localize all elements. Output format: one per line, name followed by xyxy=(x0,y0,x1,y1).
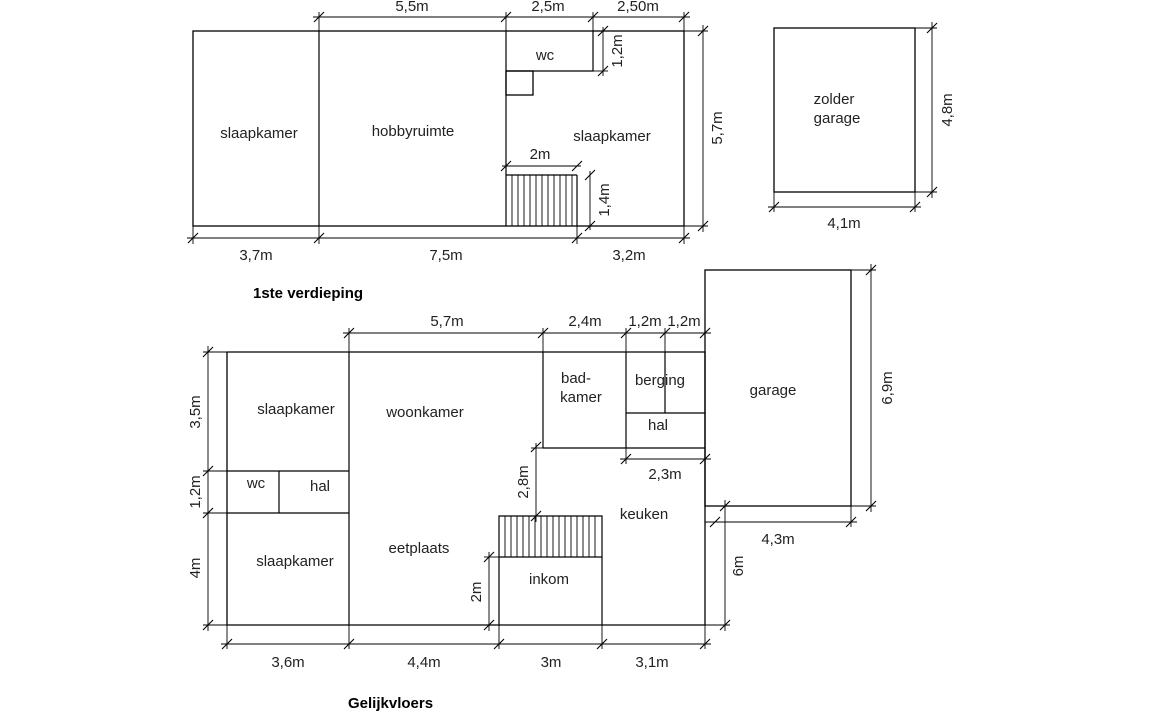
ground-dim-top-1: 5,7m xyxy=(430,313,463,330)
upper-floor-title: 1ste verdieping xyxy=(253,285,363,302)
ground-room-slaapkamer-top: slaapkamer xyxy=(257,401,335,418)
ground-dim-inkom xyxy=(483,551,499,631)
upper-dim-bottom-1: 3,7m xyxy=(239,247,272,264)
upper-shaft xyxy=(505,70,534,96)
ground-room-hal-left: hal xyxy=(310,478,330,495)
ground-room-woonkamer: woonkamer xyxy=(385,404,464,421)
upper-dim-top xyxy=(313,11,690,31)
attic-dim-height: 4,8m xyxy=(939,93,956,126)
garage-outline xyxy=(704,269,852,507)
ground-dim-left-1: 3,5m xyxy=(187,395,204,428)
ground-room-garage: garage xyxy=(750,382,797,399)
attic-dim-width: 4,1m xyxy=(827,215,860,232)
upper-staircase xyxy=(506,174,578,226)
ground-dim-garage-w: 4,3m xyxy=(761,531,794,548)
ground-dim-left-2: 1,2m xyxy=(187,475,204,508)
ground-dim-top-2: 2,4m xyxy=(568,313,601,330)
ground-dim-left-3: 4m xyxy=(187,558,204,579)
ground-dim-hal xyxy=(620,448,711,465)
ground-dim-bottom-2: 4,4m xyxy=(407,654,440,671)
ground-dim-keuken-height: 6m xyxy=(730,556,747,577)
upper-floor: slaapkamer hobbyruimte wc slaapkamer 5,5… xyxy=(187,0,726,302)
ground-room-badkamer-1: bad- xyxy=(561,370,591,387)
attic-garage: zolder garage 4,8m 4,1m xyxy=(768,22,956,232)
ground-dim-top xyxy=(343,327,711,352)
ground-dim-stair-height: 2,8m xyxy=(515,465,532,498)
ground-dim-inkom-height: 2m xyxy=(468,582,485,603)
ground-room-berging: berging xyxy=(635,372,685,389)
attic-dim-right xyxy=(915,22,938,198)
upper-dim-bottom-2: 7,5m xyxy=(429,247,462,264)
upper-dim-stair-width: 2m xyxy=(530,146,551,163)
ground-dim-garage-height xyxy=(851,264,877,512)
ground-dim-bottom-1: 3,6m xyxy=(271,654,304,671)
upper-room-hobbyruimte: hobbyruimte xyxy=(372,123,455,140)
ground-floor: slaapkamer woonkamer bad- kamer berging … xyxy=(187,264,896,712)
ground-dim-keuken xyxy=(705,500,731,631)
ground-room-eetplaats: eetplaats xyxy=(389,540,450,557)
ground-room-slaapkamer-bottom: slaapkamer xyxy=(256,553,334,570)
upper-floor-outline xyxy=(192,30,685,227)
ground-dim-bottom xyxy=(221,625,711,650)
ground-dim-bottom-4: 3,1m xyxy=(635,654,668,671)
ground-room-inkom: inkom xyxy=(529,571,569,588)
ground-floor-outline xyxy=(226,351,706,626)
ground-staircase xyxy=(504,516,596,557)
ground-room-badkamer-2: kamer xyxy=(560,389,602,406)
ground-dim-left xyxy=(202,346,227,631)
upper-dim-bottom xyxy=(187,226,690,244)
inkom-walls xyxy=(498,515,603,625)
upper-dim-wc-height: 1,2m xyxy=(609,34,626,67)
upper-room-slaapkamer-left: slaapkamer xyxy=(220,125,298,142)
ground-dim-top-4: 1,2m xyxy=(667,313,700,330)
ground-room-keuken: keuken xyxy=(620,506,668,523)
attic-garage-label-2: garage xyxy=(814,110,861,127)
upper-dim-height: 5,7m xyxy=(709,111,726,144)
ground-dim-stair xyxy=(530,441,543,522)
upper-dim-bottom-3: 3,2m xyxy=(612,247,645,264)
upper-dim-top-2: 2,5m xyxy=(531,0,564,15)
attic-garage-outline xyxy=(773,27,916,193)
ground-dim-garage-width xyxy=(705,506,857,528)
ground-room-hal-right: hal xyxy=(648,417,668,434)
ground-dim-bottom-3: 3m xyxy=(541,654,562,671)
ground-dim-hal-width: 2,3m xyxy=(648,466,681,483)
ground-room-wc: wc xyxy=(246,475,266,492)
upper-dim-top-3: 2,50m xyxy=(617,0,659,15)
upper-dim-stair-height: 1,4m xyxy=(596,183,613,216)
ground-dim-garage-h: 6,9m xyxy=(879,371,896,404)
ground-dim-top-3: 1,2m xyxy=(628,313,661,330)
ground-floor-title: Gelijkvloers xyxy=(348,695,433,712)
upper-dim-top-1: 5,5m xyxy=(395,0,428,15)
upper-dim-wc xyxy=(593,25,609,77)
attic-garage-label-1: zolder xyxy=(814,91,855,108)
upper-room-slaapkamer-right: slaapkamer xyxy=(573,128,651,145)
upper-dim-stair xyxy=(500,160,596,232)
attic-dim-bottom xyxy=(768,192,921,213)
upper-dim-right xyxy=(684,25,709,232)
upper-room-wc: wc xyxy=(535,47,555,64)
